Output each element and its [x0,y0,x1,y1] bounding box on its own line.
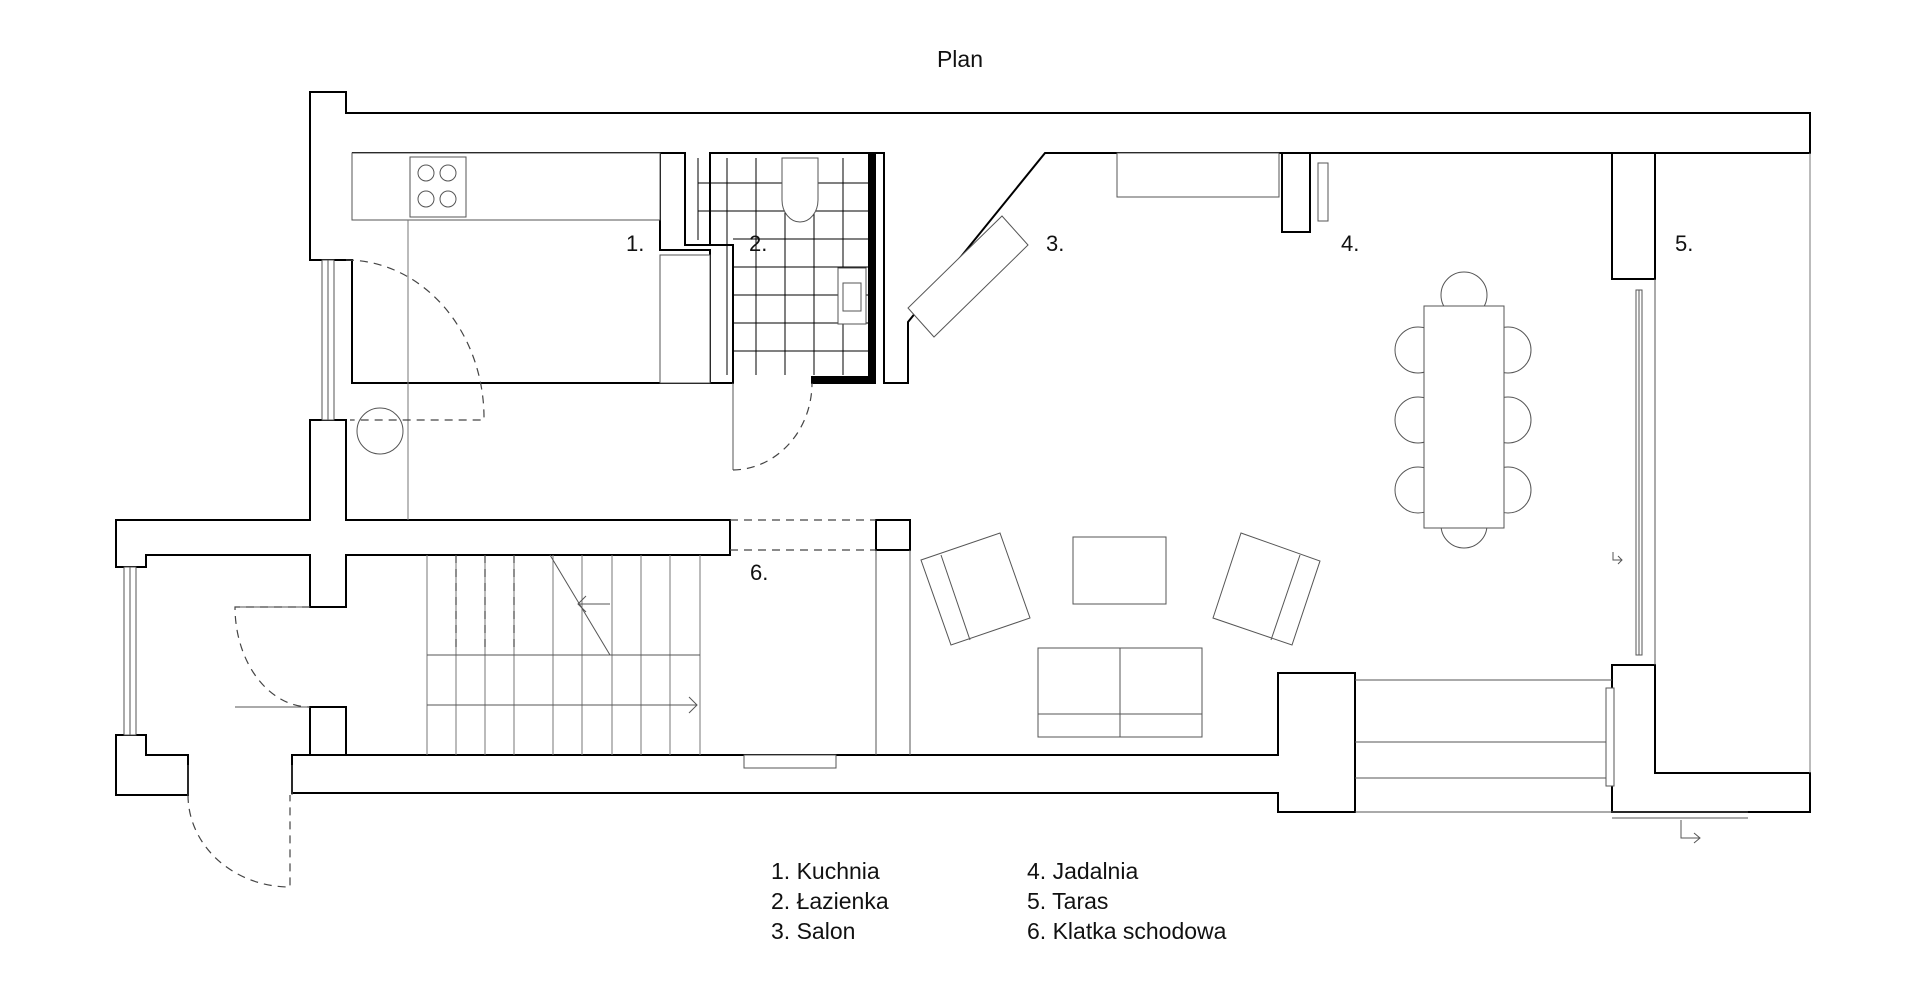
kitchen [321,152,711,520]
stove [409,156,467,218]
kitchen-door-swing [345,259,485,421]
diagonal-shelf [907,215,1029,338]
terrace-doors [1612,289,1643,656]
bathroom-door-swing [732,382,813,471]
room-label-staircase: 6. [750,560,768,585]
front-door-swing [187,794,291,888]
armchair-right [1212,532,1321,646]
stair-pillar [875,519,911,551]
stove-burner-icon [439,190,457,208]
kitchen-cabinet [659,254,711,384]
entry [123,566,311,888]
bathroom [697,152,876,471]
staircase [426,519,911,769]
toilet [781,157,819,223]
stove-burner-icon [417,190,435,208]
table-round [356,407,404,455]
terrace-right-wall [1611,152,1656,280]
coffee-table [1072,536,1167,605]
sideboard [1116,152,1280,198]
kitchen-left-wall [115,419,731,608]
terrace-lower-wall [1611,664,1811,813]
stove-burner-icon [439,164,457,182]
legend-item: 1. Kuchnia [771,858,880,884]
room-label-kitchen: 1. [626,231,644,256]
legend-item: 4. Jadalnia [1027,858,1138,884]
armchair-left [920,532,1031,646]
legend-item: 2. Łazienka [771,888,889,914]
plan-title: Plan [937,46,983,72]
legend-item: 5. Taras [1027,888,1108,914]
stove-burner-icon [417,164,435,182]
legend: 1. Kuchnia 2. Łazienka 3. Salon 4. Jadal… [771,858,1227,944]
wall-radiator [1317,162,1329,222]
dining-table [1423,305,1505,529]
bathroom-sink [837,267,867,325]
entry-door-swing [234,606,311,708]
living-room [907,152,1329,738]
room-label-bathroom: 2. [749,231,767,256]
terrace-steps [1355,679,1748,844]
legend-item: 6. Klatka schodowa [1027,918,1227,944]
dining-set [1394,271,1532,549]
left-lower-wall [115,734,189,796]
room-label-dining: 4. [1341,231,1359,256]
legend-item: 3. Salon [771,918,855,944]
kitchen-counter [351,152,661,221]
room-label-terrace: 5. [1675,231,1693,256]
entry-pier [309,706,347,756]
room-label-salon: 3. [1046,231,1064,256]
